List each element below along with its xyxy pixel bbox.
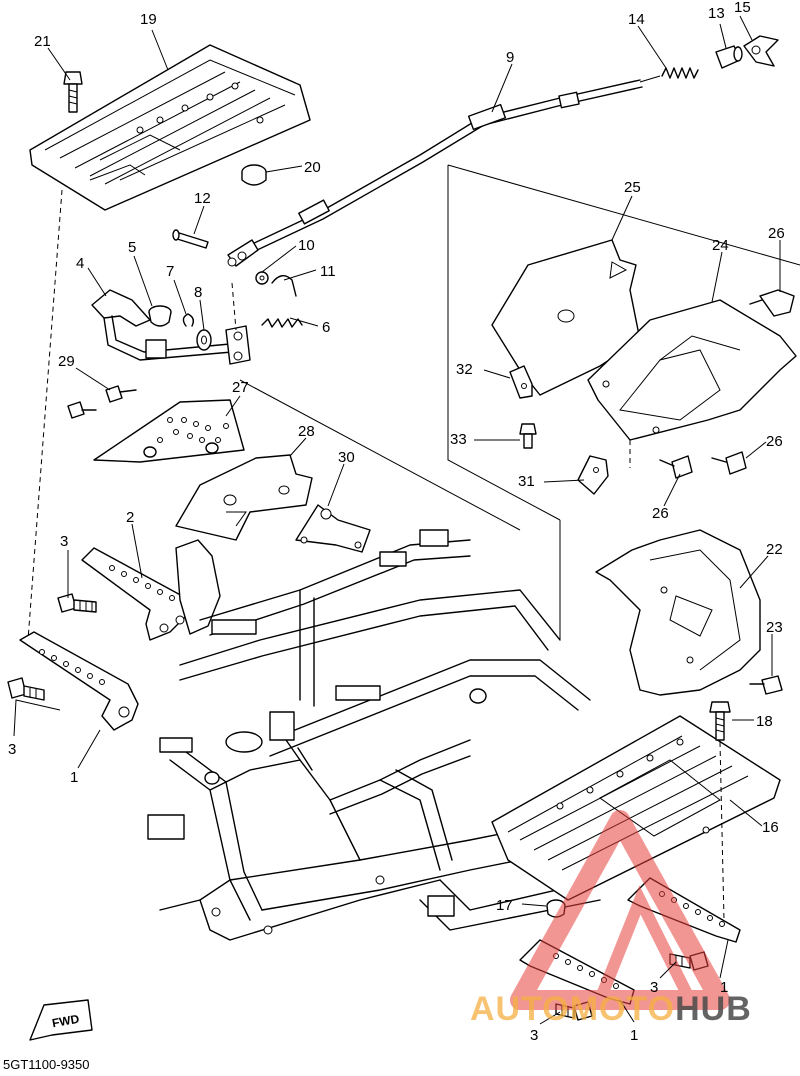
callout-18: 18 [756, 713, 773, 730]
callout-20: 20 [304, 159, 321, 176]
callout-30: 30 [338, 449, 355, 466]
watermark-text: AUTOMOTOHUB [470, 990, 752, 1029]
leader-lines [13, 15, 781, 1025]
bolt-26-mid [711, 451, 747, 475]
callout-4: 4 [76, 255, 84, 272]
callout-13: 13 [708, 5, 725, 22]
fwd-arrow-icon: FWD [29, 999, 93, 1041]
callout-26-top: 26 [768, 225, 785, 242]
callout-24: 24 [712, 237, 729, 254]
diagram-code: 5GT1100-9350 [3, 1057, 90, 1072]
callout-labels: 19 21 20 9 14 13 15 12 5 10 11 4 7 8 6 2… [8, 0, 785, 1044]
frame [147, 529, 601, 941]
callout-1-left: 1 [70, 769, 78, 786]
brake-pedal-4 [91, 289, 251, 365]
cap-5 [148, 305, 172, 327]
callout-28: 28 [298, 423, 315, 440]
spring-6 [261, 318, 303, 328]
bolt-18 [709, 701, 731, 741]
callout-11: 11 [320, 263, 336, 280]
callout-26-low: 26 [652, 505, 669, 522]
callout-17: 17 [496, 897, 513, 914]
callout-12: 12 [194, 190, 211, 207]
bracket-30 [295, 504, 371, 553]
callout-3-upper: 3 [60, 533, 68, 550]
callout-5: 5 [128, 239, 136, 256]
bracket-31 [577, 455, 609, 495]
cable-end-bracket [227, 239, 259, 267]
callout-21: 21 [34, 33, 51, 50]
callout-1-right-lower: 1 [630, 1027, 638, 1044]
callout-14: 14 [628, 11, 645, 28]
nut-20 [241, 164, 267, 186]
cover-24 [587, 299, 797, 441]
callout-6: 6 [322, 319, 330, 336]
callout-27: 27 [232, 379, 249, 396]
footrest-plate-19 [29, 44, 311, 211]
detail-box-outline [447, 164, 800, 640]
washer-8 [196, 329, 212, 351]
bolt-26-low [659, 455, 693, 479]
callout-26-mid: 26 [766, 433, 783, 450]
circlip-7 [182, 313, 195, 327]
callout-3-right-lower: 3 [530, 1027, 538, 1044]
callout-23: 23 [766, 619, 783, 636]
footrest-bracket-2 [81, 539, 221, 641]
bracket-32 [509, 365, 533, 399]
brake-cable-9 [249, 75, 661, 253]
bolt-26-top [749, 289, 795, 317]
bolt-23 [749, 675, 783, 695]
callout-16: 16 [762, 819, 779, 836]
wing-nut-15 [743, 35, 779, 67]
callout-15: 15 [734, 0, 751, 16]
callout-8: 8 [194, 284, 202, 301]
callout-3-right-upper: 3 [650, 979, 658, 996]
callout-33: 33 [450, 431, 467, 448]
footrest-plate-16 [491, 715, 781, 901]
callout-1-right-upper: 1 [720, 979, 728, 996]
callout-32: 32 [456, 361, 473, 378]
pin-12 [172, 229, 209, 249]
watermark-part3: HUB [675, 990, 752, 1028]
callout-3-left: 3 [8, 741, 16, 758]
cover-22 [595, 529, 761, 696]
bolt-29b [67, 401, 97, 419]
callout-9: 9 [506, 49, 514, 66]
bolt-29a [105, 385, 137, 403]
callout-25: 25 [624, 179, 641, 196]
footrest-heel-guard-27 [93, 399, 245, 463]
callout-29: 29 [58, 353, 75, 370]
watermark-part2: MOTO [569, 990, 676, 1028]
bolt-21 [63, 71, 83, 113]
bolt-3-upper [57, 593, 97, 613]
nut-13 [715, 45, 743, 69]
callout-2: 2 [126, 509, 134, 526]
callout-31: 31 [518, 473, 535, 490]
cover-28 [175, 454, 313, 541]
bolt-3-left [7, 677, 45, 701]
callout-10: 10 [298, 237, 315, 254]
cover-25 [491, 239, 641, 396]
callout-19: 19 [140, 11, 157, 28]
callout-7: 7 [166, 263, 174, 280]
callout-22: 22 [766, 541, 783, 558]
bolt-33 [519, 423, 537, 449]
spring-14 [661, 67, 699, 79]
fwd-label: FWD [51, 1012, 81, 1031]
watermark-part1: AUTO [470, 990, 570, 1028]
cotter-pin-11 [271, 275, 297, 297]
washer-10 [255, 271, 269, 285]
footrest-1-left [19, 631, 139, 731]
